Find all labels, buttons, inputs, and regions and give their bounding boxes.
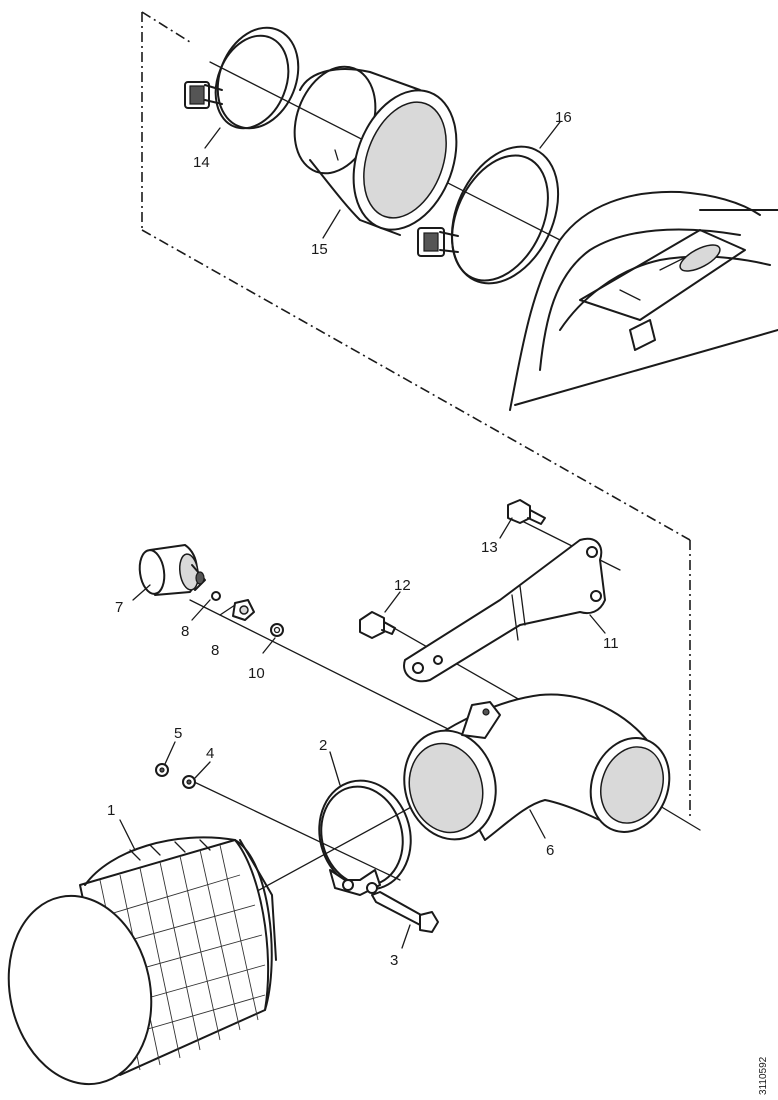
callout-13: 13: [481, 539, 498, 556]
nut-5: [155, 763, 169, 777]
bracket-11: [403, 537, 606, 683]
air-filter-1: [7, 836, 277, 1086]
dashed-frame: [141, 11, 691, 820]
callout-14: 14: [193, 154, 210, 171]
callout-10: 10: [248, 665, 265, 682]
callout-8-second: 8: [211, 642, 219, 659]
callout-3: 3: [390, 952, 398, 969]
callout-11: 11: [603, 635, 619, 652]
callout-15: 15: [311, 241, 328, 258]
hose-clamp-16: [417, 145, 560, 285]
bolt-3: [371, 891, 439, 933]
clamp-2: [318, 779, 412, 896]
washers-and-nipple: [211, 591, 284, 637]
washer-4: [182, 775, 196, 789]
callout-12: 12: [394, 577, 411, 594]
hose-15: [293, 65, 458, 236]
figure-code: 3110592: [758, 1056, 769, 1095]
callout-8: 8: [181, 623, 189, 640]
callout-2: 2: [319, 737, 327, 754]
callout-6: 6: [546, 842, 554, 859]
bolt-13: [507, 499, 546, 525]
callout-4: 4: [206, 745, 214, 762]
bolt-12: [359, 611, 396, 639]
callout-labels: 1 2 3 4 5 6 7 8 8 10 11 12 13 14 15 16: [107, 109, 619, 969]
sensor-7: [138, 544, 206, 596]
hose-clamp-14: [184, 26, 300, 130]
callout-7: 7: [115, 599, 123, 616]
callout-16: 16: [555, 109, 572, 126]
leader-lines: [119, 121, 606, 949]
turbocharger-housing: [509, 190, 778, 411]
elbow-6: [403, 693, 671, 841]
callout-1: 1: [107, 802, 115, 819]
callout-5: 5: [174, 725, 182, 742]
